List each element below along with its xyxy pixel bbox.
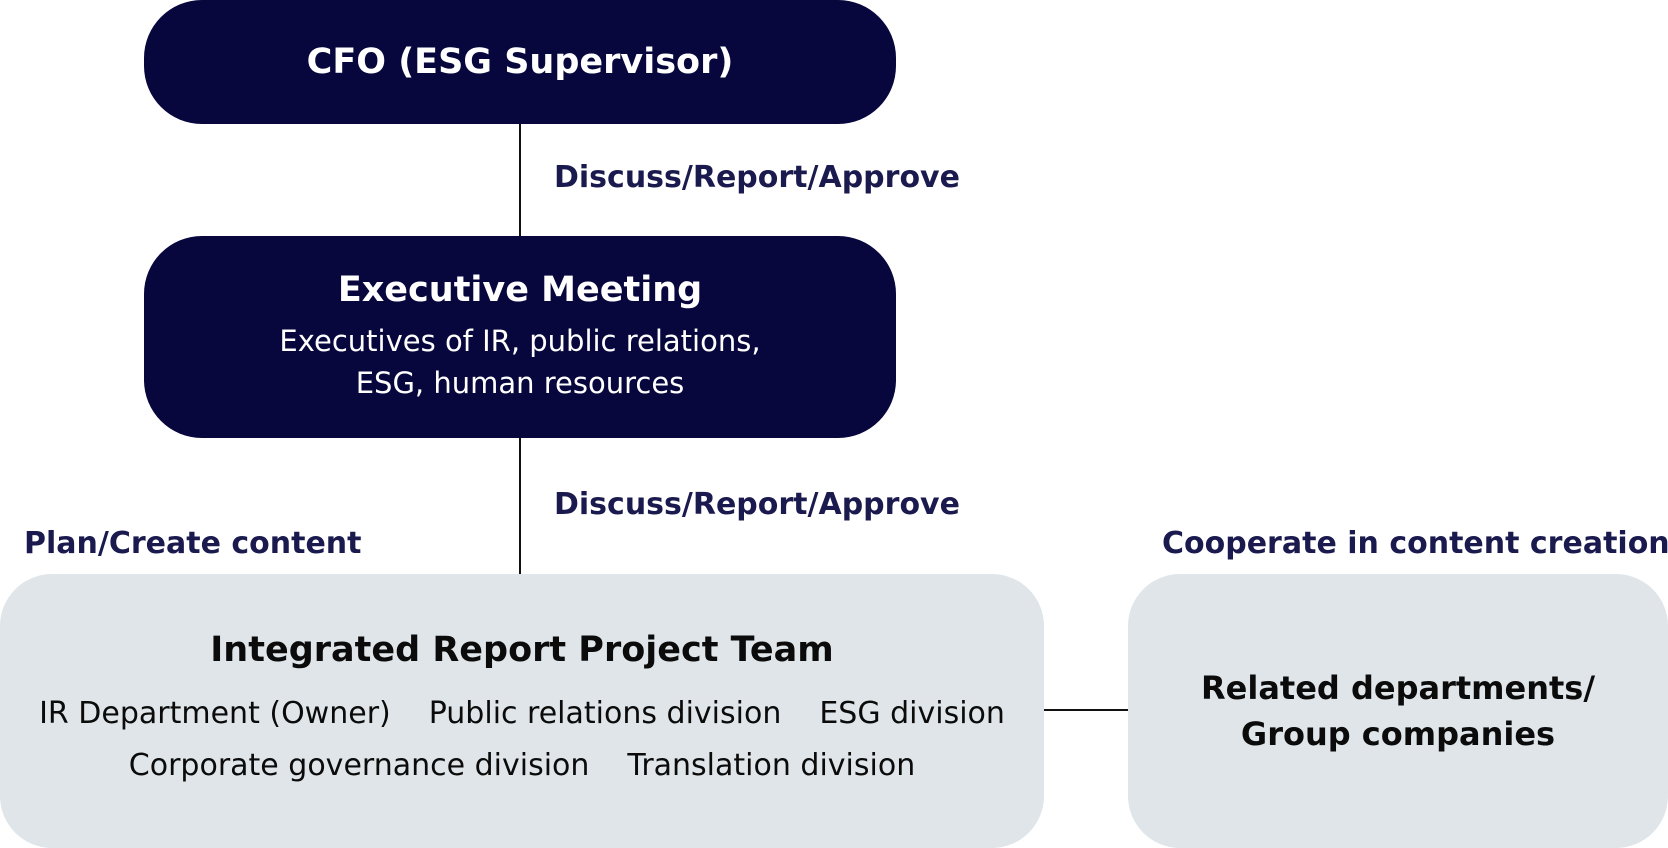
- cfo-node: CFO (ESG Supervisor): [144, 0, 896, 124]
- related-caption: Cooperate in content creation: [1162, 526, 1668, 561]
- member-ir-department: IR Department (Owner): [39, 696, 391, 731]
- executive-meeting-title: Executive Meeting: [337, 270, 703, 310]
- member-translation: Translation division: [627, 748, 916, 783]
- project-team-members-row-2: Corporate governance division Translatio…: [129, 740, 915, 792]
- executive-meeting-line-1: Executives of IR, public relations,: [279, 324, 761, 358]
- project-team-node: Integrated Report Project Team IR Depart…: [0, 574, 1044, 848]
- cfo-title: CFO (ESG Supervisor): [306, 42, 734, 82]
- edge-label-cfo-exec: Discuss/Report/Approve: [554, 160, 960, 195]
- related-line-1: Related departments/: [1201, 669, 1595, 707]
- executive-meeting-line-2: ESG, human resources: [355, 366, 685, 400]
- edge-label-exec-team: Discuss/Report/Approve: [554, 487, 960, 522]
- executive-meeting-node: Executive Meeting Executives of IR, publ…: [144, 236, 896, 438]
- team-caption: Plan/Create content: [24, 526, 362, 561]
- connector-exec-team: [519, 438, 521, 574]
- related-departments-node: Related departments/ Group companies: [1128, 574, 1668, 848]
- member-esg-division: ESG division: [819, 696, 1005, 731]
- connector-team-related: [1044, 709, 1128, 711]
- project-team-title: Integrated Report Project Team: [210, 630, 834, 670]
- project-team-members-row-1: IR Department (Owner) Public relations d…: [39, 688, 1005, 740]
- connector-cfo-exec: [519, 124, 521, 236]
- related-line-2: Group companies: [1240, 715, 1556, 753]
- member-corporate-governance: Corporate governance division: [128, 748, 590, 783]
- member-public-relations: Public relations division: [428, 696, 782, 731]
